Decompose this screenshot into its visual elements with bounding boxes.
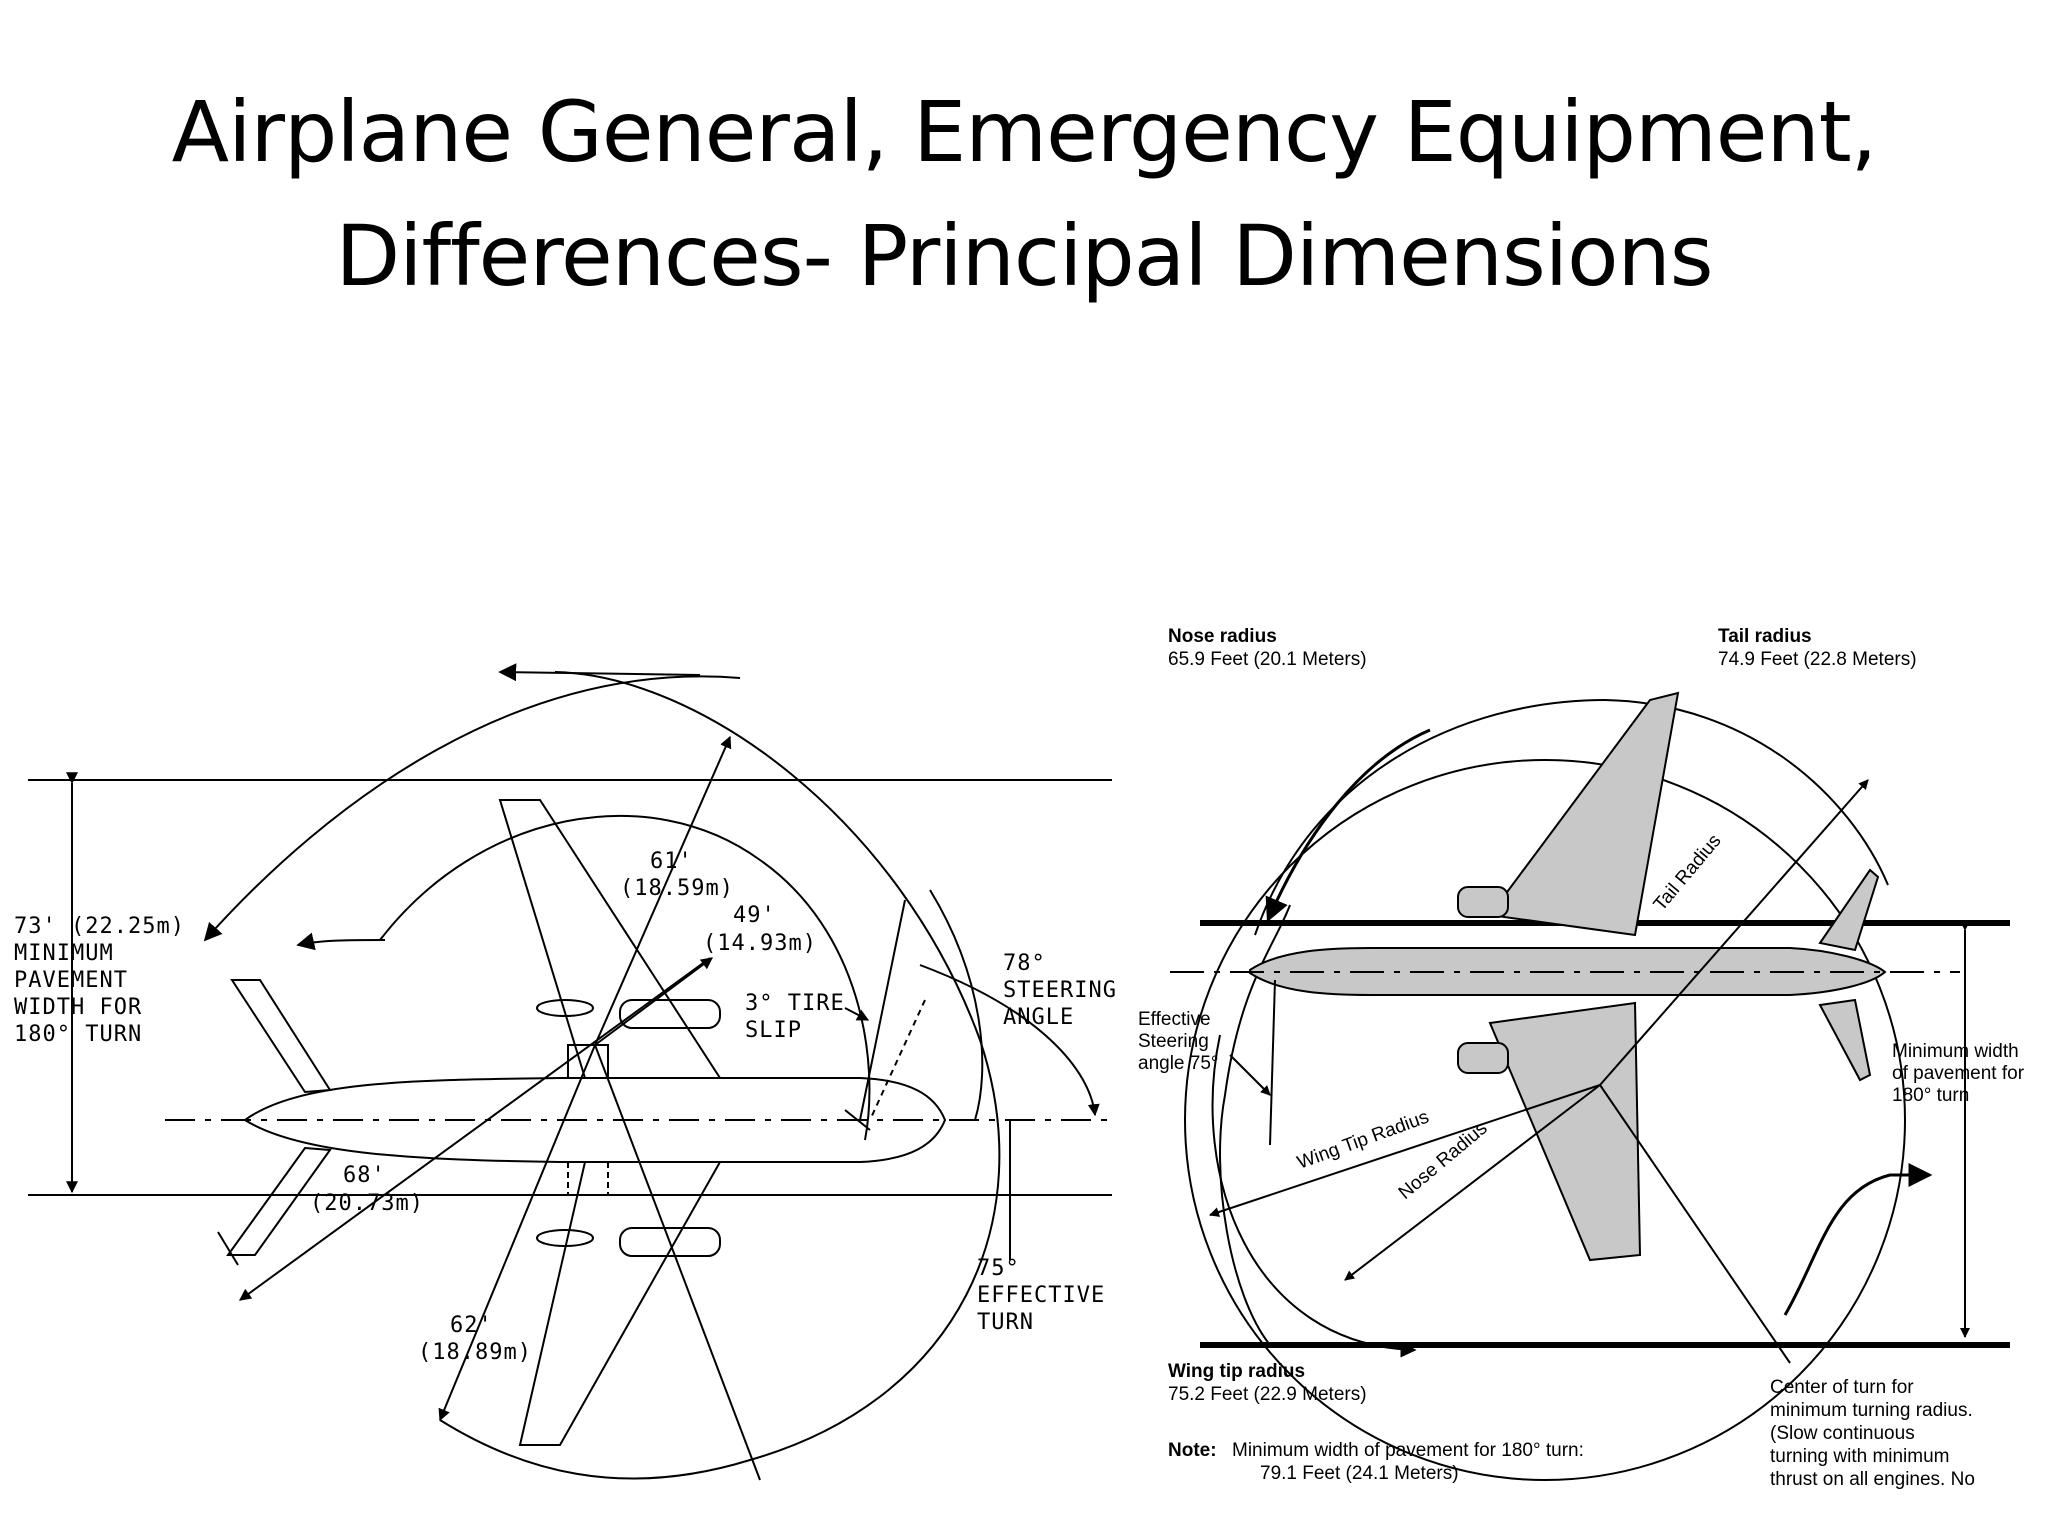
note-line-1: Minimum width of pavement for 180° turn: bbox=[1232, 1440, 1584, 1461]
r62-meters: (18.89m) bbox=[418, 1340, 532, 1365]
nose-arrow-top bbox=[1265, 728, 1431, 923]
pavement-width-label-4: 180° TURN bbox=[14, 1022, 142, 1047]
effective-steering-line bbox=[1269, 979, 1276, 1146]
engine-nacelle-lower-small bbox=[536, 1229, 594, 1247]
r61-line bbox=[594, 735, 732, 1046]
wing-upper-right bbox=[1488, 691, 1680, 937]
outer-turn-arc bbox=[439, 671, 1001, 1480]
nose-arc bbox=[929, 889, 984, 1121]
wing-tip-radius-label: Wing tip radius bbox=[1168, 1361, 1305, 1382]
pavement-width-label-1: MINIMUM bbox=[14, 941, 114, 966]
turning-radius-diagram-right: Nose radius 65.9 Feet (20.1 Meters) Tail… bbox=[1138, 626, 2025, 1490]
horizontal-stabilizer-lower bbox=[226, 1146, 332, 1256]
r68-meters: (20.73m) bbox=[310, 1191, 424, 1216]
wing-upper bbox=[498, 799, 722, 1079]
outer-turn-arc-upper bbox=[203, 675, 741, 942]
tail-radius-line-label: Tail Radius bbox=[1650, 831, 1726, 916]
turn-direction-arrow bbox=[1783, 1163, 1933, 1316]
note-line-2: 79.1 Feet (24.1 Meters) bbox=[1260, 1463, 1459, 1484]
tire-slip-line-2: SLIP bbox=[745, 1018, 802, 1043]
fuselage-outline bbox=[243, 1077, 947, 1163]
engine-upper bbox=[619, 999, 721, 1029]
slide-title-line-1: Airplane General, Emergency Equipment, bbox=[171, 83, 1878, 181]
r62-line bbox=[438, 1044, 596, 1422]
tail-radius-label: Tail radius bbox=[1718, 626, 1812, 647]
horizontal-stabilizer-top-right bbox=[1818, 868, 1880, 952]
main-gear-lower bbox=[567, 1161, 609, 1196]
engine-upper-right bbox=[1457, 886, 1509, 918]
turning-radius-diagram-left: 73' (22.25m) MINIMUM PAVEMENT WIDTH FOR … bbox=[14, 663, 1117, 1481]
tire-slip-line-1: 3° TIRE bbox=[745, 991, 845, 1016]
tail-radius-line bbox=[1599, 779, 1869, 1086]
min-width-line-1: Minimum width bbox=[1892, 1041, 2019, 1062]
wing-lower bbox=[518, 1161, 722, 1446]
effective-steering-line-2: Steering bbox=[1138, 1031, 1209, 1052]
r61-meters: (18.59m) bbox=[620, 876, 734, 901]
pavement-width-label-2: PAVEMENT bbox=[14, 968, 128, 993]
center-of-turn-line-1: Center of turn for bbox=[1770, 1377, 1914, 1398]
nose-radius-label: Nose radius bbox=[1168, 626, 1277, 647]
r61-feet: 61' bbox=[650, 849, 693, 874]
r68-feet: 68' bbox=[343, 1163, 386, 1188]
horizontal-stabilizer-bottom-right bbox=[1818, 998, 1872, 1082]
fuselage-right bbox=[1249, 947, 1887, 996]
effective-turn-label-2: TURN bbox=[977, 1310, 1034, 1335]
center-of-turn-line-5: thrust on all engines. No bbox=[1770, 1469, 1975, 1490]
r49-line bbox=[594, 957, 713, 1046]
wing-lower-right bbox=[1488, 1001, 1642, 1262]
r49-feet: 49' bbox=[733, 903, 776, 928]
effective-turn-value: 75° bbox=[977, 1256, 1020, 1281]
effective-steering-line-3: angle 75° bbox=[1138, 1053, 1219, 1074]
center-of-turn-line-3: (Slow continuous bbox=[1770, 1423, 1915, 1444]
center-to-bottom-line bbox=[594, 1044, 761, 1481]
center-of-turn-leader bbox=[1599, 1084, 1791, 1364]
effective-turn-label-1: EFFECTIVE bbox=[977, 1283, 1105, 1308]
steering-angle-label-2: ANGLE bbox=[1003, 1005, 1074, 1030]
tail-tip-mark bbox=[217, 1231, 239, 1266]
horizontal-stabilizer-upper bbox=[230, 979, 332, 1094]
r62-feet: 62' bbox=[450, 1313, 493, 1338]
inner-turn-arc bbox=[379, 814, 871, 1141]
pavement-width-value: 73' (22.25m) bbox=[14, 914, 185, 939]
outer-turn-arrow-top bbox=[498, 663, 701, 682]
wing-tip-radius-value: 75.2 Feet (22.9 Meters) bbox=[1168, 1384, 1367, 1405]
effective-steering-leader bbox=[1229, 1054, 1271, 1096]
slide-title: Airplane General, Emergency Equipment, D… bbox=[0, 70, 2048, 318]
airplane-silhouette bbox=[1249, 691, 1887, 1262]
outer-arc-bottom bbox=[1211, 1034, 1417, 1358]
r49-meters: (14.93m) bbox=[703, 931, 817, 956]
center-of-turn-line-4: turning with minimum bbox=[1770, 1446, 1950, 1467]
nose-gear-mark bbox=[844, 1109, 871, 1131]
steering-angle-label-1: STEERING bbox=[1003, 978, 1117, 1003]
slide-title-line-2: Differences- Principal Dimensions bbox=[335, 207, 1714, 305]
steering-line-dashed bbox=[869, 999, 926, 1121]
wing-tip-circle bbox=[1184, 759, 1906, 1481]
tire-slip-leader bbox=[844, 1007, 870, 1021]
nose-radius-value: 65.9 Feet (20.1 Meters) bbox=[1168, 649, 1367, 670]
effective-steering-line-1: Effective bbox=[1138, 1009, 1211, 1030]
wing-tip-radius-line bbox=[1209, 1084, 1601, 1217]
min-width-line-2: of pavement for bbox=[1892, 1063, 2025, 1084]
steering-arc bbox=[919, 964, 1100, 1117]
steering-line-78 bbox=[859, 899, 906, 1121]
engine-nacelle-upper-small bbox=[536, 999, 594, 1017]
engine-lower-right bbox=[1457, 1042, 1509, 1074]
pavement-width-label-3: WIDTH FOR bbox=[14, 995, 142, 1020]
steering-angle-value: 78° bbox=[1003, 951, 1046, 976]
tail-radius-value: 74.9 Feet (22.8 Meters) bbox=[1718, 649, 1917, 670]
note-label: Note: bbox=[1168, 1440, 1217, 1461]
center-of-turn-line-2: minimum turning radius. bbox=[1770, 1400, 1973, 1421]
inner-turn-arrow bbox=[296, 932, 386, 951]
r68-line bbox=[239, 957, 711, 1301]
nose-radius-line bbox=[1344, 1084, 1601, 1281]
nose-arrow-arc bbox=[1219, 904, 1291, 1346]
min-width-line-3: 180° turn bbox=[1892, 1085, 1969, 1106]
engine-lower bbox=[619, 1227, 721, 1257]
